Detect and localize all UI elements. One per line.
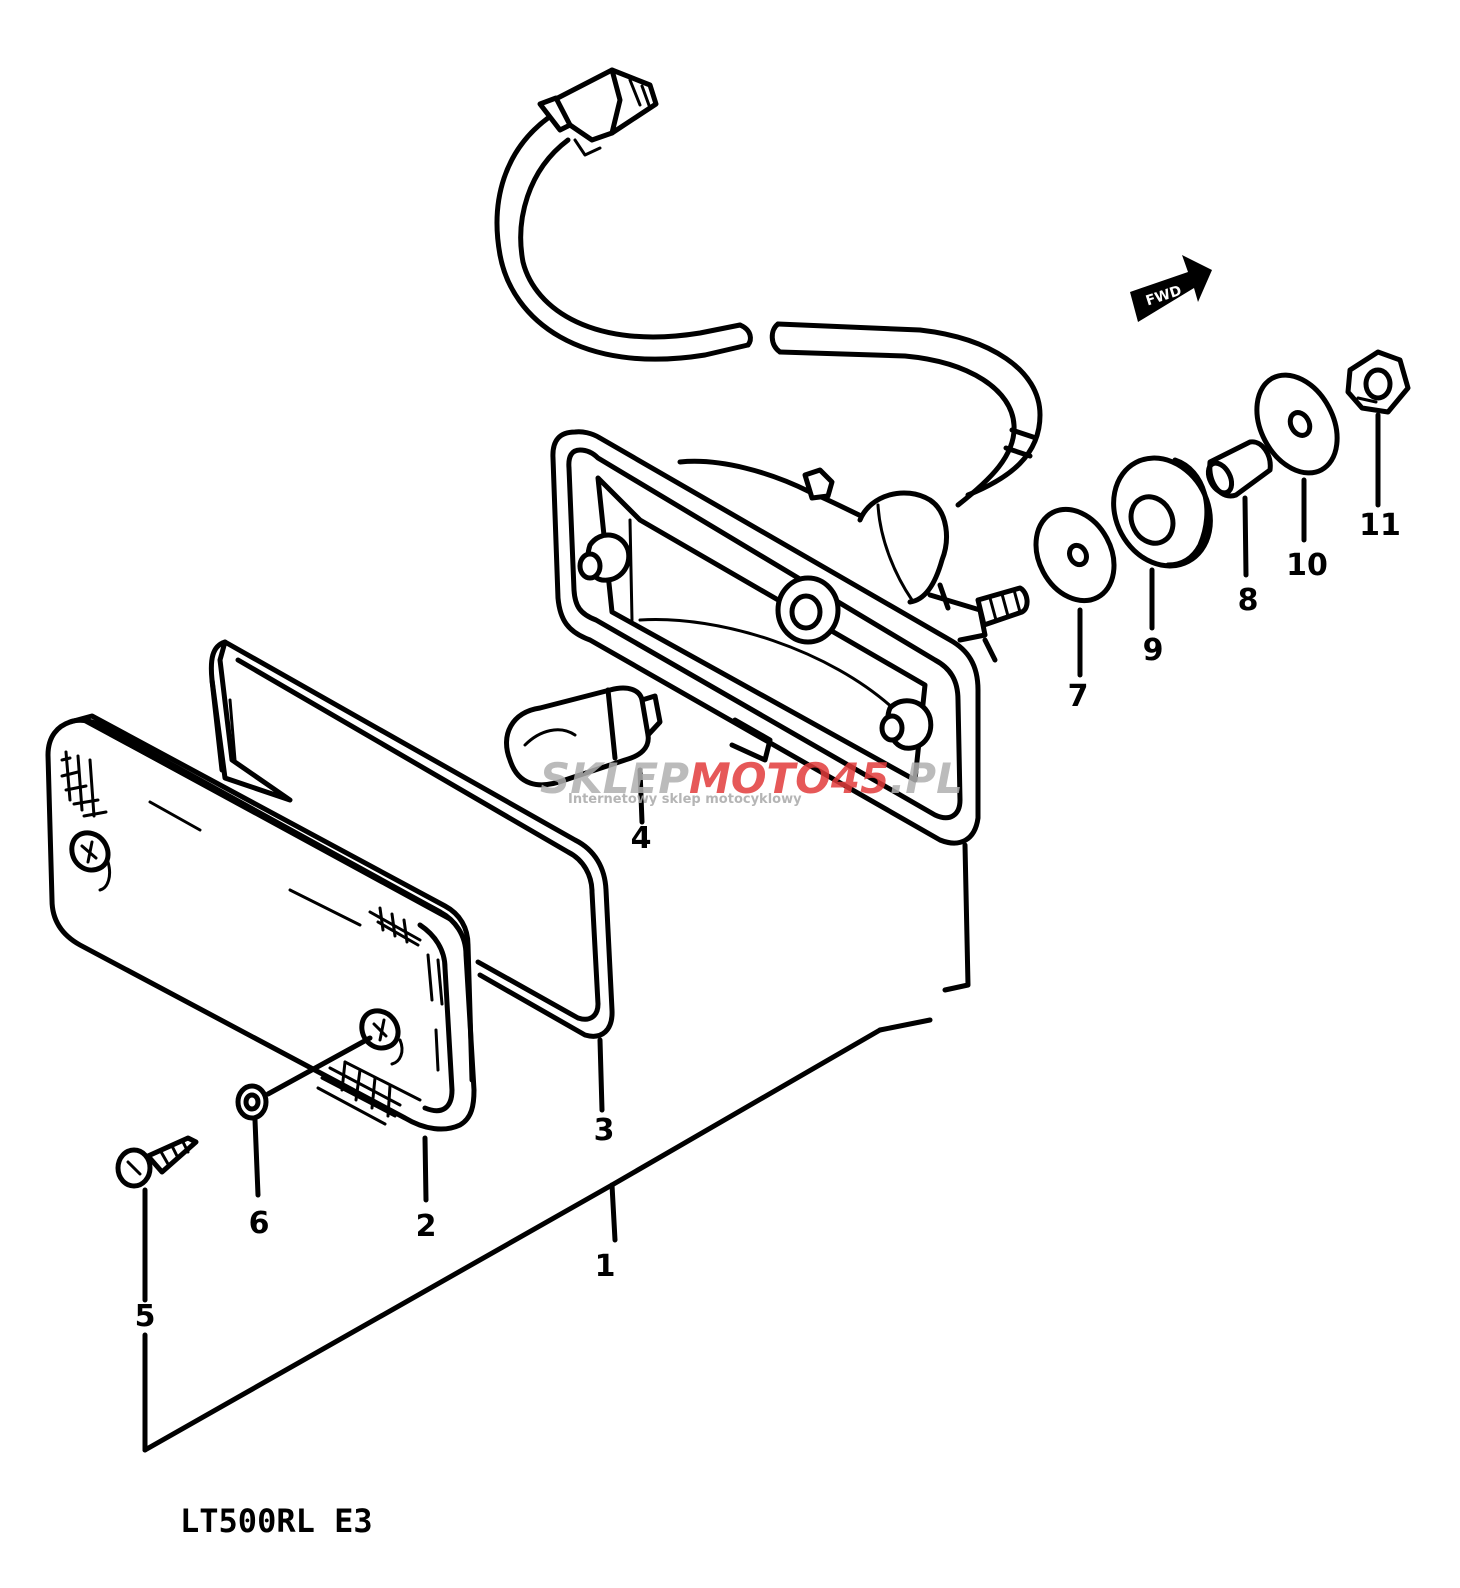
watermark-pl: .PL bbox=[889, 754, 963, 803]
wire-harness bbox=[494, 67, 1043, 508]
callout-4: 4 bbox=[631, 821, 652, 856]
lens bbox=[45, 713, 477, 1132]
forward-arrow-icon: FWD bbox=[1130, 255, 1212, 322]
callout-labels: 1 2 3 4 5 6 7 8 9 10 11 bbox=[135, 508, 1401, 1334]
callout-1: 1 bbox=[595, 1249, 616, 1284]
callout-8: 8 bbox=[1238, 583, 1259, 618]
watermark-sklep: SKLEP bbox=[540, 754, 689, 803]
watermark-tagline: Internetowy sklep motocyklowy bbox=[568, 792, 802, 807]
callout-9: 9 bbox=[1143, 633, 1164, 668]
leader-lines bbox=[142, 412, 1381, 1453]
washer-7 bbox=[1033, 506, 1117, 604]
screw-5 bbox=[115, 1135, 199, 1189]
callout-5: 5 bbox=[135, 1299, 156, 1334]
nut-11 bbox=[1345, 349, 1411, 415]
callout-10: 10 bbox=[1286, 548, 1328, 583]
lamp-housing bbox=[550, 429, 1030, 846]
gasket bbox=[208, 639, 615, 1039]
model-code: LT500RL E3 bbox=[180, 1502, 373, 1540]
collar-8 bbox=[1205, 439, 1273, 499]
watermark: SKLEPMOTO45.PL Internetowy sklep motocyk… bbox=[540, 754, 963, 807]
watermark-45: 45 bbox=[830, 754, 889, 803]
callout-6: 6 bbox=[249, 1206, 270, 1241]
callout-3: 3 bbox=[594, 1113, 615, 1148]
nut-6 bbox=[235, 1035, 373, 1121]
bulb bbox=[504, 685, 663, 788]
svg-text:SKLEPMOTO45.PL: SKLEPMOTO45.PL bbox=[540, 754, 963, 803]
callout-11: 11 bbox=[1359, 508, 1401, 543]
callout-2: 2 bbox=[416, 1209, 437, 1244]
grommet-9 bbox=[1111, 455, 1213, 569]
watermark-moto: MOTO bbox=[689, 754, 831, 803]
washer-10 bbox=[1254, 372, 1340, 476]
callout-7: 7 bbox=[1068, 679, 1089, 714]
